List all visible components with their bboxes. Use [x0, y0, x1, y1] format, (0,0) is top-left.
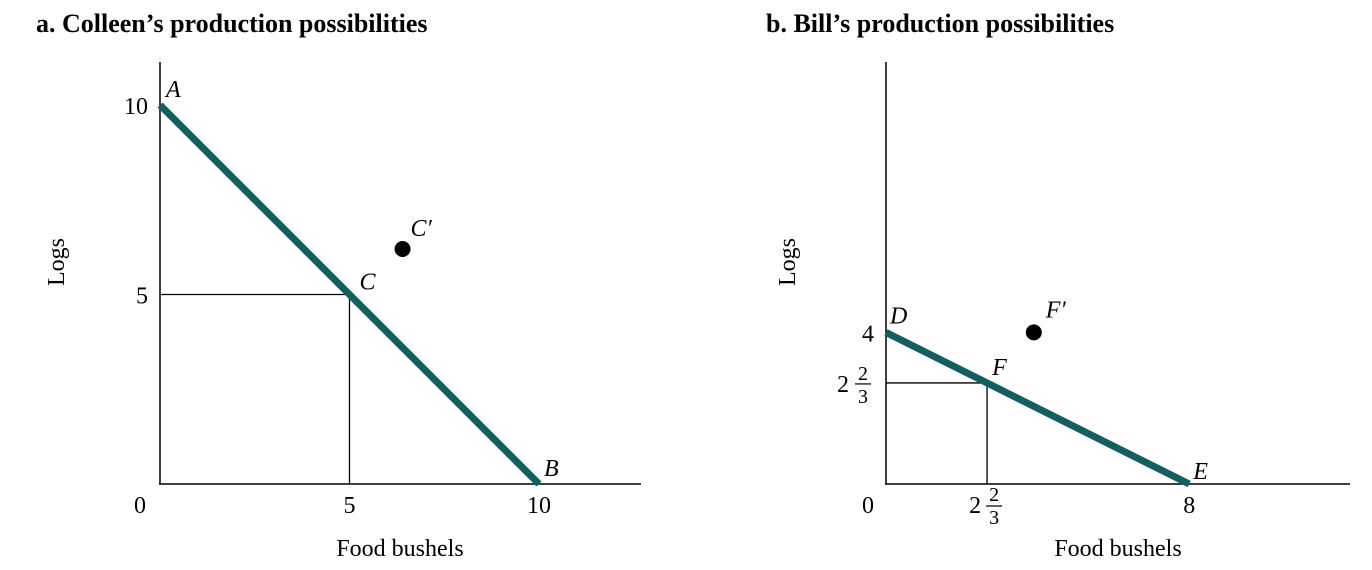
panel-b-x-tick-2-2-3-whole: 2	[969, 493, 981, 519]
panel-a-x-tick-5: 5	[344, 493, 356, 519]
panel-a-y-axis-label: Logs	[44, 238, 70, 286]
point-F-prime-label: F′	[1045, 297, 1067, 323]
point-F-label: F	[991, 355, 1007, 381]
panel-b-y-tick-2-2-3-numerator: 2	[858, 363, 868, 385]
panel-b-guides	[886, 382, 988, 484]
panel-a-x-axis-label: Food bushels	[336, 536, 463, 562]
point-C-prime-marker	[394, 241, 411, 258]
point-F-prime-marker	[1025, 324, 1042, 341]
panel-b-x-tick-2-2-3-numerator: 2	[989, 484, 999, 506]
panel-a-title: a. Colleen’s production possibilities	[36, 9, 428, 38]
panel-a-ppf-line	[157, 102, 542, 487]
panel-b-origin-label: 0	[862, 493, 874, 519]
panel-b-x-tick-8: 8	[1183, 493, 1195, 519]
point-A-label: A	[164, 77, 181, 103]
panel-b-title: b. Bill’s production possibilities	[766, 9, 1114, 38]
panel-a: a. Colleen’s production possibilities Lo…	[36, 9, 641, 562]
panel-b: b. Bill’s production possibilities Logs …	[766, 9, 1350, 562]
panel-b-y-axis-label: Logs	[775, 238, 801, 286]
panel-a-x-tick-10: 10	[527, 493, 551, 519]
panel-a-origin-label: 0	[134, 493, 146, 519]
panel-a-guides	[160, 293, 351, 484]
point-C-prime-label: C′	[411, 216, 433, 242]
panel-b-y-tick-2-2-3: 2 2 3	[837, 363, 871, 408]
panel-b-ppf-line	[884, 329, 1191, 488]
point-C-label: C	[360, 270, 377, 296]
panel-a-y-tick-10: 10	[124, 94, 148, 120]
panel-b-x-tick-2-2-3: 2 2 3	[969, 484, 1003, 529]
panel-b-y-tick-4: 4	[862, 321, 874, 347]
point-D-label: D	[889, 303, 907, 329]
point-B-label: B	[544, 456, 559, 482]
panel-b-y-tick-2-2-3-whole: 2	[837, 372, 849, 398]
panel-b-y-tick-2-2-3-denominator: 3	[858, 386, 868, 408]
panel-a-x-ticks: 5 10	[344, 493, 552, 519]
panel-b-x-tick-2-2-3-denominator: 3	[989, 507, 999, 529]
panel-a-y-ticks: 5 10	[124, 94, 148, 310]
point-E-label: E	[1192, 459, 1208, 485]
panel-b-x-axis-label: Food bushels	[1054, 536, 1181, 562]
panel-a-y-tick-5: 5	[136, 284, 148, 310]
